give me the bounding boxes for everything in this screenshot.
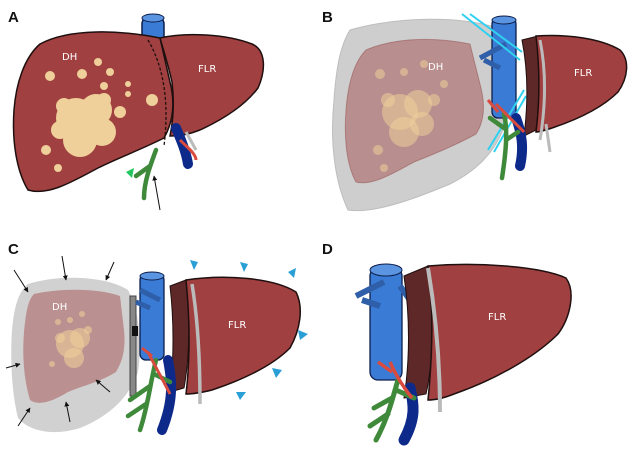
panel-letter: A — [8, 9, 19, 26]
label-flr: FLR — [574, 68, 592, 79]
arrow-icon — [5, 362, 21, 369]
tumor-cluster — [373, 60, 448, 172]
arrow-icon — [13, 269, 29, 293]
arrow-icon — [17, 407, 31, 427]
growth-markers — [190, 260, 308, 400]
tumor-cluster — [41, 58, 158, 172]
vena-cava — [139, 273, 165, 361]
panel-letter: D — [322, 241, 333, 258]
label-dh: DH — [62, 52, 77, 63]
panel-b: B DH FLR — [322, 9, 628, 212]
transection-line — [147, 39, 167, 147]
future-liver-remnant — [535, 34, 628, 133]
arrow-icon — [95, 379, 111, 393]
hilar-vessels — [125, 346, 177, 435]
compression-arrows — [5, 255, 115, 427]
hilar-vessels — [486, 99, 552, 181]
triangle-marker-icon — [236, 392, 246, 400]
panel-letter: C — [8, 241, 19, 258]
panel-c: C DH FLR — [5, 241, 308, 435]
panel-a: A DH FLR — [8, 9, 265, 211]
panel-d: D FLR — [322, 241, 572, 446]
future-liver-remnant — [427, 263, 572, 401]
future-liver-remnant — [185, 276, 302, 395]
clamp-device — [129, 295, 137, 397]
label-flr: FLR — [198, 64, 216, 75]
triangle-marker-icon — [288, 268, 296, 278]
triangle-marker-icon — [298, 330, 308, 340]
hilar-vessels — [367, 360, 419, 446]
arrow-icon — [152, 175, 161, 211]
label-dh: DH — [428, 62, 443, 73]
triangle-marker-icon — [240, 262, 248, 272]
future-liver-remnant — [159, 33, 265, 137]
tumor-cluster — [49, 311, 92, 368]
label-dh: DH — [52, 302, 67, 313]
arrow-icon — [105, 261, 115, 281]
hilar-vessels — [133, 123, 198, 201]
arrow-icon — [61, 255, 68, 281]
arrow-icon — [64, 401, 71, 423]
triangle-marker-icon — [190, 260, 198, 270]
label-flr: FLR — [488, 312, 506, 323]
cut-surface — [403, 265, 433, 399]
label-flr: FLR — [228, 320, 246, 331]
triangle-marker-icon — [272, 368, 282, 378]
triangle-marker-icon — [126, 168, 134, 178]
panel-letter: B — [322, 9, 333, 26]
